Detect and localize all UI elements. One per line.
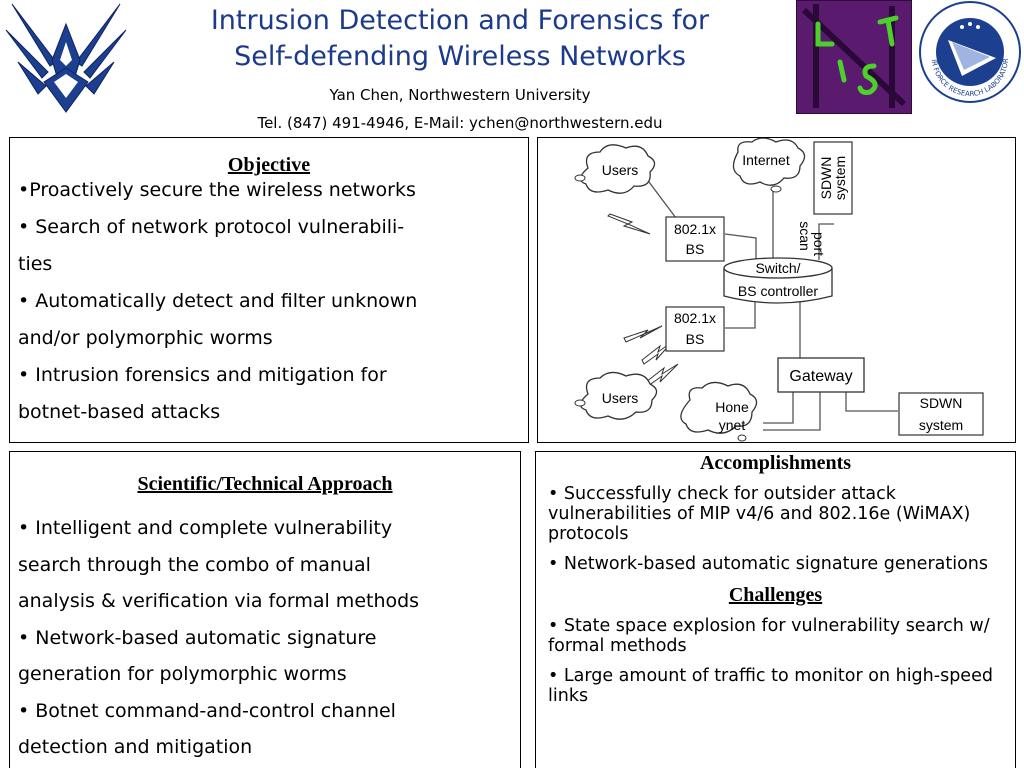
honeynet-label-2: ynet	[719, 417, 746, 433]
sdwn-system-bottom-box: SDWN system	[898, 392, 984, 436]
bs-bottom-label-1: 802.1x	[674, 310, 716, 326]
list-item: search through the combo of manual	[18, 553, 371, 576]
link-bs-top-switch	[724, 233, 757, 263]
objective-panel: Objective •Proactively secure the wirele…	[9, 137, 529, 443]
list-item: • Network-based automatic signature gene…	[548, 554, 989, 574]
link-gateway-honeynet-2	[763, 383, 821, 431]
link-bs-bottom-switch	[725, 290, 756, 329]
switch-label-2: BS controller	[738, 283, 818, 299]
list-item: • Automatically detect and filter unknow…	[18, 290, 418, 312]
objective-list: •Proactively secure the wireless network…	[10, 172, 528, 431]
list-item: botnet-based attacks	[18, 401, 221, 423]
list-item: • State space explosion for vulnerabilit…	[548, 616, 990, 656]
list-item: detection and mitigation	[18, 736, 253, 758]
approach-title: Scientific/Technical Approach	[137, 473, 393, 495]
contact-line: Tel. (847) 491-4946, E-Mail: ychen@north…	[257, 114, 663, 132]
title-line-1: Intrusion Detection and Forensics for	[210, 5, 710, 36]
title-line-2: Self-defending Wireless Networks	[234, 41, 686, 72]
users-top-cloud: Users	[574, 144, 656, 194]
sdwn-system-top-box: SDWN system	[813, 141, 853, 215]
sdwn-bottom-label-2: system	[919, 417, 963, 433]
air-force-wings-logo	[4, 2, 128, 114]
users-bottom-cloud: Users	[574, 371, 658, 420]
sdwn-bottom-label-1: SDWN	[920, 395, 963, 411]
link-switch-scanport	[818, 223, 834, 260]
scan-label: scan	[797, 221, 813, 251]
list-item: ties	[18, 253, 53, 275]
list-item: • Network-based automatic signature	[18, 626, 377, 649]
gateway-label: Gateway	[789, 368, 852, 385]
port-label: port	[811, 232, 827, 256]
bs-top-label-1: 802.1x	[674, 221, 716, 237]
bs-bottom-box: 802.1x BS	[665, 306, 725, 352]
list-item: and/or polymorphic worms	[18, 327, 273, 349]
honeynet-label-1: Hone	[715, 399, 749, 415]
users-bottom-label: Users	[602, 390, 639, 406]
list-item: • Intrusion forensics and mitigation for	[18, 364, 387, 386]
bs-bottom-label-2: BS	[686, 331, 705, 347]
network-diagram-panel: Users Internet SDWN system scan port 802…	[537, 137, 1016, 443]
list-item: • Large amount of traffic to monitor on …	[548, 666, 993, 706]
sdwn-top-label-2: system	[832, 156, 848, 200]
list-item: • Search of network protocol vulnerabili…	[18, 216, 405, 238]
air-force-research-laboratory-seal: AIR FORCE RESEARCH LABORATORY	[915, 0, 1022, 104]
switch-bs-controller: Switch/ BS controller	[723, 257, 833, 304]
objective-title: Objective	[227, 154, 311, 176]
accomplishments-panel: Accomplishments • Successfully check for…	[535, 451, 1016, 768]
challenges-list: • State space explosion for vulnerabilit…	[536, 616, 1015, 706]
list-item: •Proactively secure the wireless network…	[18, 179, 416, 201]
switch-label-1: Switch/	[755, 260, 800, 276]
bs-top-box: 802.1x BS	[665, 216, 725, 262]
author-line: Yan Chen, Northwestern University	[329, 86, 591, 104]
challenges-title: Challenges	[728, 584, 823, 606]
approach-panel: Scientific/Technical Approach • Intellig…	[9, 451, 521, 768]
internet-label: Internet	[742, 152, 790, 168]
internet-cloud: Internet	[732, 137, 806, 193]
gateway-box: Gateway	[777, 357, 865, 393]
list-item: generation for polymorphic worms	[18, 663, 347, 685]
approach-list: • Intelligent and complete vulnerability…	[10, 510, 520, 766]
accomplishments-list: • Successfully check for outsider attack…	[536, 484, 1015, 574]
link-gateway-honeynet	[763, 383, 794, 424]
wireless-signal-icon	[607, 213, 679, 387]
list-item: • Intelligent and complete vulnerability	[18, 517, 393, 539]
network-diagram: Users Internet SDWN system scan port 802…	[574, 137, 984, 442]
list-item: analysis & verification via formal metho…	[18, 590, 420, 612]
list-item: • Botnet command-and-control channel	[18, 699, 396, 722]
honeynet-cloud: Hone ynet	[680, 381, 758, 442]
accomplishments-title: Accomplishments	[699, 452, 852, 474]
bs-top-label-2: BS	[686, 241, 705, 257]
sdwn-top-label-1: SDWN	[818, 157, 834, 200]
lab-logo	[795, 0, 913, 115]
list-item: • Successfully check for outsider attack…	[548, 484, 971, 544]
users-top-label: Users	[602, 162, 639, 178]
